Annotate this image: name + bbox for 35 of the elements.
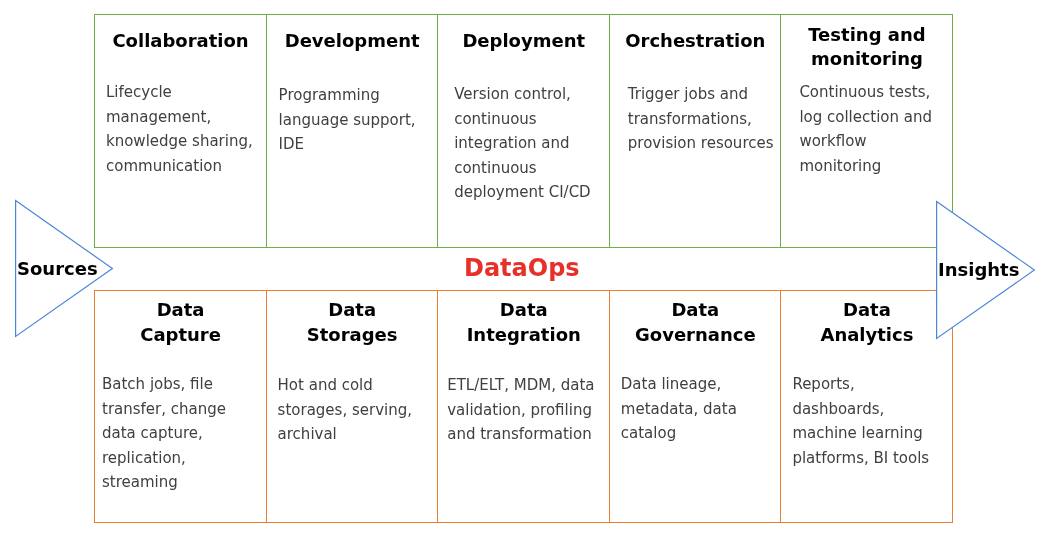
stage-heading: Data Analytics <box>819 298 915 347</box>
stage-box <box>780 290 954 523</box>
stage-description: Version control, continuous integration and continuous deployment CI/CD <box>454 84 592 203</box>
stage-description: Hot and cold storages, serving, archival <box>277 375 413 445</box>
stage-heading: Data Governance <box>634 298 757 347</box>
stage-heading: Collaboration <box>112 29 249 53</box>
stage-heading: Development <box>284 29 420 53</box>
stage-description: Continuous tests, log collection and workflow monitoring <box>799 82 933 177</box>
stage-box <box>265 290 439 523</box>
stage-description: ETL/ELT, MDM, data validation, profiling and transformation <box>447 375 596 445</box>
stage-heading: Deployment <box>462 29 586 53</box>
stage-box <box>94 14 268 248</box>
stage-box <box>437 290 611 523</box>
stage-box <box>608 290 782 523</box>
triangle-arrow <box>15 200 113 337</box>
stage-description: Batch jobs, file transfer, change data capture, replication, streaming <box>102 374 227 493</box>
stage-heading: Data Storages <box>305 298 399 347</box>
stage-heading: Testing and monitoring <box>807 23 927 71</box>
stage-box <box>780 14 954 248</box>
stage-box <box>94 290 268 523</box>
stage-heading: Data Integration <box>465 298 582 347</box>
stage-description: Lifecycle management, knowledge sharing, communication <box>106 82 254 177</box>
stage-description: Reports, dashboards, machine learning platforms, BI tools <box>792 374 931 469</box>
arrow-label: Sources <box>17 258 98 279</box>
stage-box <box>437 14 611 248</box>
triangle-arrow <box>936 201 1035 339</box>
stage-heading: Data Capture <box>139 298 222 347</box>
stage-box <box>608 14 782 248</box>
arrow-label: Insights <box>938 260 1020 280</box>
stage-box <box>265 14 439 248</box>
stage-description: Data lineage, metadata, data catalog <box>620 374 738 444</box>
stage-description: Programming language support, IDE <box>278 85 417 155</box>
center-label: DataOps <box>464 254 580 282</box>
stage-heading: Orchestration <box>625 29 766 53</box>
stage-description: Trigger jobs and transformations, provision resources <box>627 84 775 154</box>
